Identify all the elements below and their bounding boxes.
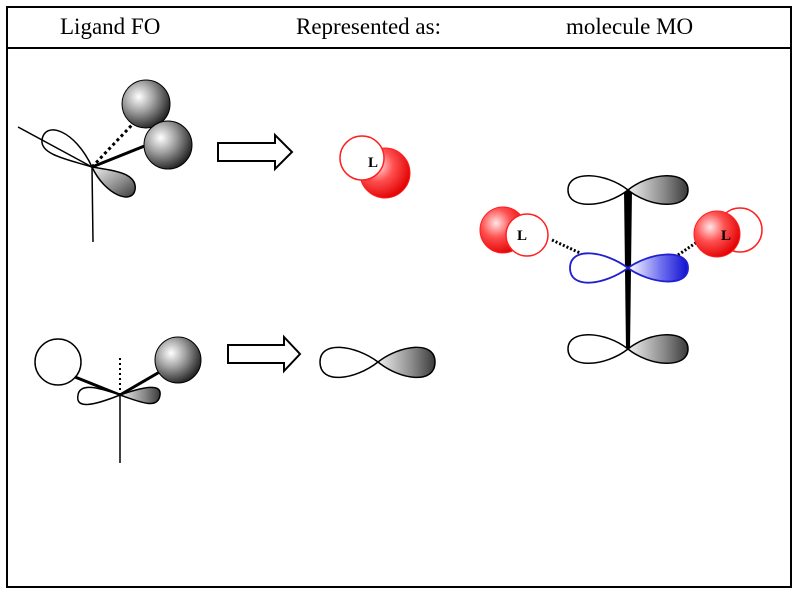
open-lobe bbox=[77, 386, 123, 406]
open-lobe bbox=[567, 175, 630, 205]
ligand-fo-sigma bbox=[17, 79, 193, 243]
ligand-orbital-representation: L bbox=[339, 135, 411, 199]
ligand-label: L bbox=[368, 155, 378, 171]
open-lobe bbox=[319, 346, 380, 379]
open-lobe bbox=[339, 135, 385, 181]
ligand-fo-pi bbox=[34, 336, 202, 463]
open-sphere bbox=[34, 338, 82, 386]
wedge-bond bbox=[119, 368, 164, 397]
shaded-lobe bbox=[626, 175, 689, 205]
molecule-mo: L L bbox=[479, 175, 763, 364]
open-lobe bbox=[567, 334, 630, 364]
shaded-lobe bbox=[117, 386, 161, 405]
header-molecule-mo: molecule MO bbox=[566, 14, 694, 39]
header-represented-as: Represented as: bbox=[296, 14, 441, 39]
ligand-label: L bbox=[721, 228, 731, 244]
wedge-bond bbox=[91, 141, 153, 169]
header-divider bbox=[6, 47, 792, 49]
arrow-icon bbox=[227, 334, 302, 374]
header-ligand-fo: Ligand FO bbox=[60, 14, 161, 39]
shaded-sphere bbox=[154, 336, 202, 384]
ligand-label: L bbox=[517, 228, 527, 244]
sphere-front bbox=[143, 120, 193, 170]
dashed-bond bbox=[677, 238, 701, 257]
axial-bond bbox=[624, 190, 632, 350]
open-lobe bbox=[41, 129, 94, 169]
bond-line bbox=[17, 126, 93, 168]
red-lobe bbox=[693, 210, 741, 258]
open-lobe-blue bbox=[569, 252, 630, 284]
p-orbital-representation bbox=[319, 346, 436, 379]
blue-lobe bbox=[626, 253, 689, 283]
shaded-lobe bbox=[90, 166, 136, 198]
dashed-bond bbox=[551, 238, 581, 255]
shaded-lobe bbox=[376, 346, 436, 379]
table-frame bbox=[6, 6, 792, 588]
arrow-icon bbox=[217, 132, 294, 172]
open-lobe bbox=[505, 213, 549, 257]
bond-line bbox=[91, 166, 94, 243]
sphere-back bbox=[121, 79, 171, 129]
shaded-lobe bbox=[626, 334, 689, 364]
